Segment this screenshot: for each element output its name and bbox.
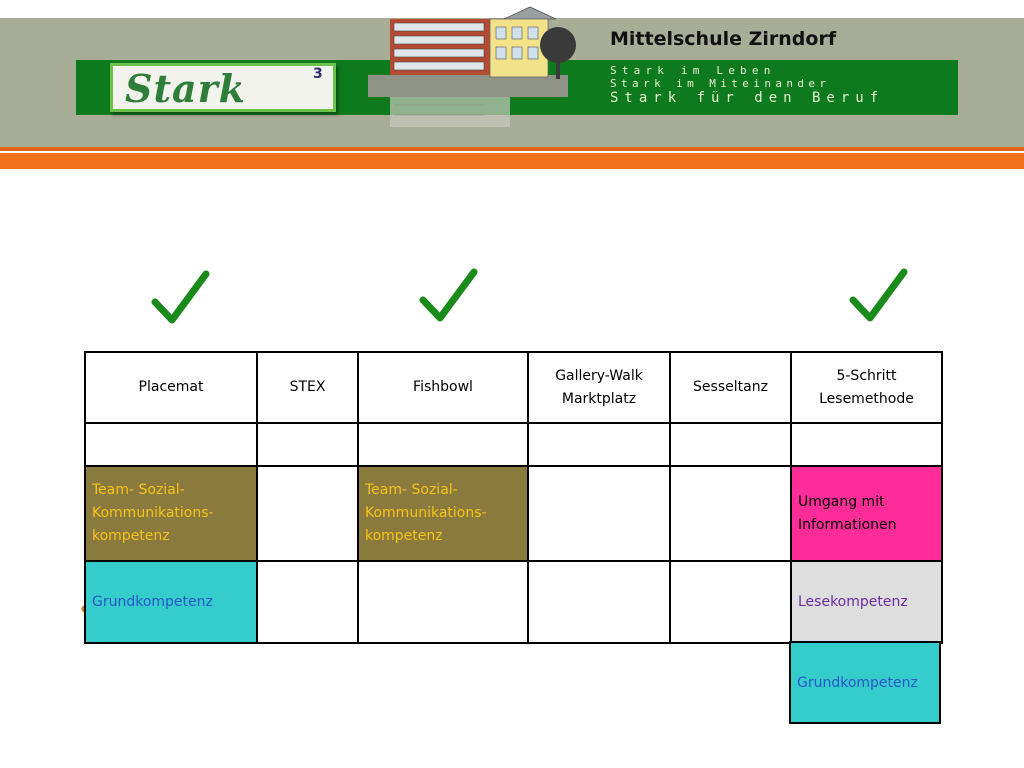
logo-superscript: 3 [313,66,323,82]
column-header-fishbowl: Fishbowl [357,351,529,424]
logo-text: Stark [125,66,246,111]
table-cell [527,422,671,467]
table-cell-basic-competence: Grundkompetenz [84,560,258,644]
table-cell-basic-competence-extra: Grundkompetenz [789,641,941,724]
column-header-stex: STEX [256,351,359,424]
methods-table: Placemat STEX Fishbowl Gallery-Walk Mark… [84,351,943,644]
table-cell-reading-competence: Lesekompetenz [790,560,943,644]
slogan-life: Stark im Leben [610,64,776,77]
table-cell [256,560,359,644]
table-cell [357,422,529,467]
table-cell [527,465,671,562]
checkmark-icon [419,268,478,322]
school-building-image [368,6,576,127]
table-cell [669,560,792,644]
column-header-gallery-walk: Gallery-Walk Marktplatz [527,351,671,424]
column-header-lesemethode: 5-Schritt Lesemethode [790,351,943,424]
table-row: Team- Sozial-Kommunikations-kompetenz Te… [84,465,943,562]
slogan-together: Stark im Miteinander [610,77,831,90]
table-cell [256,422,359,467]
table-cell [669,422,792,467]
orange-divider [0,153,1024,169]
table-cell [256,465,359,562]
table-cell [357,560,529,644]
table-cell [84,422,258,467]
table-row: Grundkompetenz Lesekompetenz [84,560,943,644]
table-cell [527,560,671,644]
table-header-row: Placemat STEX Fishbowl Gallery-Walk Mark… [84,351,943,424]
table-row [84,422,943,467]
checkmark-icon [849,268,908,322]
table-cell-competence: Team- Sozial-Kommunikations-kompetenz [84,465,258,562]
table-cell [790,422,943,467]
column-header-sesseltanz: Sesseltanz [669,351,792,424]
slogan-career: Stark für den Beruf [610,90,885,106]
column-header-placemat: Placemat [84,351,258,424]
stark-logo: Stark 3 [110,63,336,112]
table-cell [669,465,792,562]
school-title: Mittelschule Zirndorf [610,28,837,50]
table-cell-information: Umgang mit Informationen [790,465,943,562]
checkmark-icon [151,270,210,324]
table-cell-competence: Team- Sozial-Kommunikations-kompetenz [357,465,529,562]
orange-divider-thin [0,147,1024,151]
